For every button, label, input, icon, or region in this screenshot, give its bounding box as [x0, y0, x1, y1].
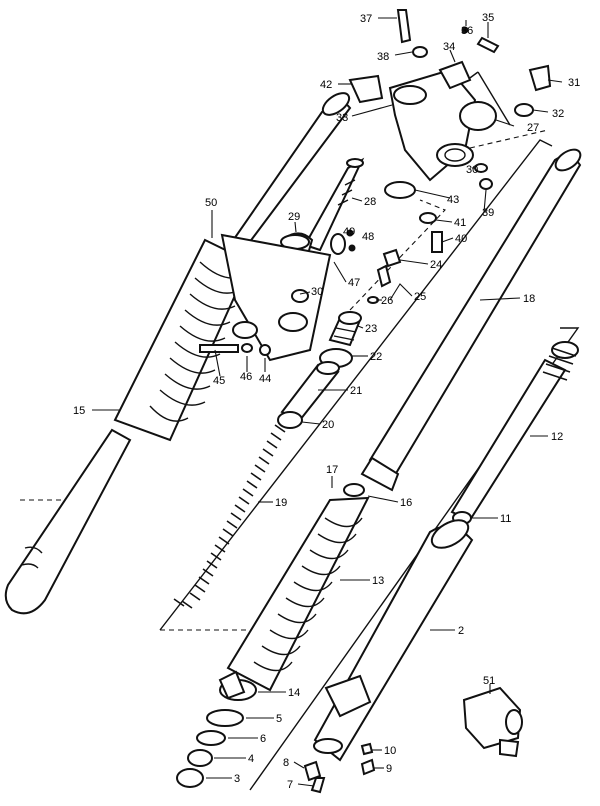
callout-6: 6 — [260, 733, 266, 745]
callout-33: 33 — [336, 112, 348, 124]
callout-43: 43 — [447, 194, 459, 206]
callout-41: 41 — [454, 217, 466, 229]
callout-18: 18 — [523, 293, 535, 305]
assembly-bracket-lines — [159, 71, 580, 791]
assembly-dashed-lines — [20, 129, 549, 631]
callout-34: 34 — [443, 41, 455, 53]
callout-47: 47 — [348, 277, 360, 289]
cap-and-clips — [330, 229, 402, 304]
callout-4: 4 — [248, 753, 254, 765]
callout-5: 5 — [276, 713, 282, 725]
damper-parts — [277, 311, 362, 429]
callout-9: 9 — [386, 763, 392, 775]
callout-26: 26 — [381, 295, 393, 307]
callout-24: 24 — [430, 259, 442, 271]
callout-17: 17 — [326, 464, 338, 476]
callout-30-upper: 30 — [466, 164, 478, 176]
callout-37: 37 — [360, 13, 372, 25]
left-fork-outer-tube — [4, 92, 352, 615]
callout-29: 29 — [288, 211, 300, 223]
fork-spring — [173, 424, 286, 609]
callout-15: 15 — [73, 405, 85, 417]
callout-51: 51 — [483, 675, 495, 687]
callout-40: 40 — [455, 233, 467, 245]
part-51-inset — [462, 686, 523, 758]
callout-11: 11 — [500, 513, 511, 525]
callout-16: 16 — [400, 497, 412, 509]
callout-50: 50 — [205, 197, 217, 209]
callout-28: 28 — [364, 196, 376, 208]
callout-36: 36 — [461, 25, 473, 37]
callout-30: 30 — [311, 286, 323, 298]
right-fork-leg — [303, 519, 474, 794]
callout-3: 3 — [234, 773, 240, 785]
callout-42: 42 — [320, 79, 332, 91]
callout-12: 12 — [551, 431, 563, 443]
callout-7: 7 — [287, 779, 293, 791]
bottom-bridge — [199, 233, 332, 362]
callout-44: 44 — [259, 373, 271, 385]
callout-27: 27 — [527, 122, 539, 134]
top-bridge — [388, 60, 477, 182]
callout-2: 2 — [458, 625, 464, 637]
callout-23: 23 — [365, 323, 377, 335]
callout-49: 49 — [343, 226, 355, 238]
callout-13: 13 — [372, 575, 384, 587]
callout-10: 10 — [384, 745, 396, 757]
callout-21: 21 — [350, 385, 362, 397]
callout-25: 25 — [414, 291, 426, 303]
right-fork-boot — [218, 496, 370, 701]
callout-35: 35 — [482, 12, 494, 24]
callout-31: 31 — [568, 77, 580, 89]
callout-38: 38 — [377, 51, 389, 63]
callout-48: 48 — [362, 231, 374, 243]
callout-32: 32 — [552, 108, 564, 120]
callout-45: 45 — [213, 375, 225, 387]
leader-lines — [92, 17, 563, 787]
seals-and-rings — [176, 709, 244, 788]
callout-46: 46 — [240, 371, 252, 383]
callout-39: 39 — [482, 207, 494, 219]
right-outer-tube — [343, 148, 582, 497]
callout-22: 22 — [370, 351, 382, 363]
callout-labels: 37 36 35 38 34 42 31 33 32 27 30 43 39 5… — [73, 12, 580, 791]
callout-14: 14 — [288, 687, 300, 699]
callout-20: 20 — [322, 419, 334, 431]
callout-8: 8 — [283, 757, 289, 769]
callout-19: 19 — [275, 497, 287, 509]
